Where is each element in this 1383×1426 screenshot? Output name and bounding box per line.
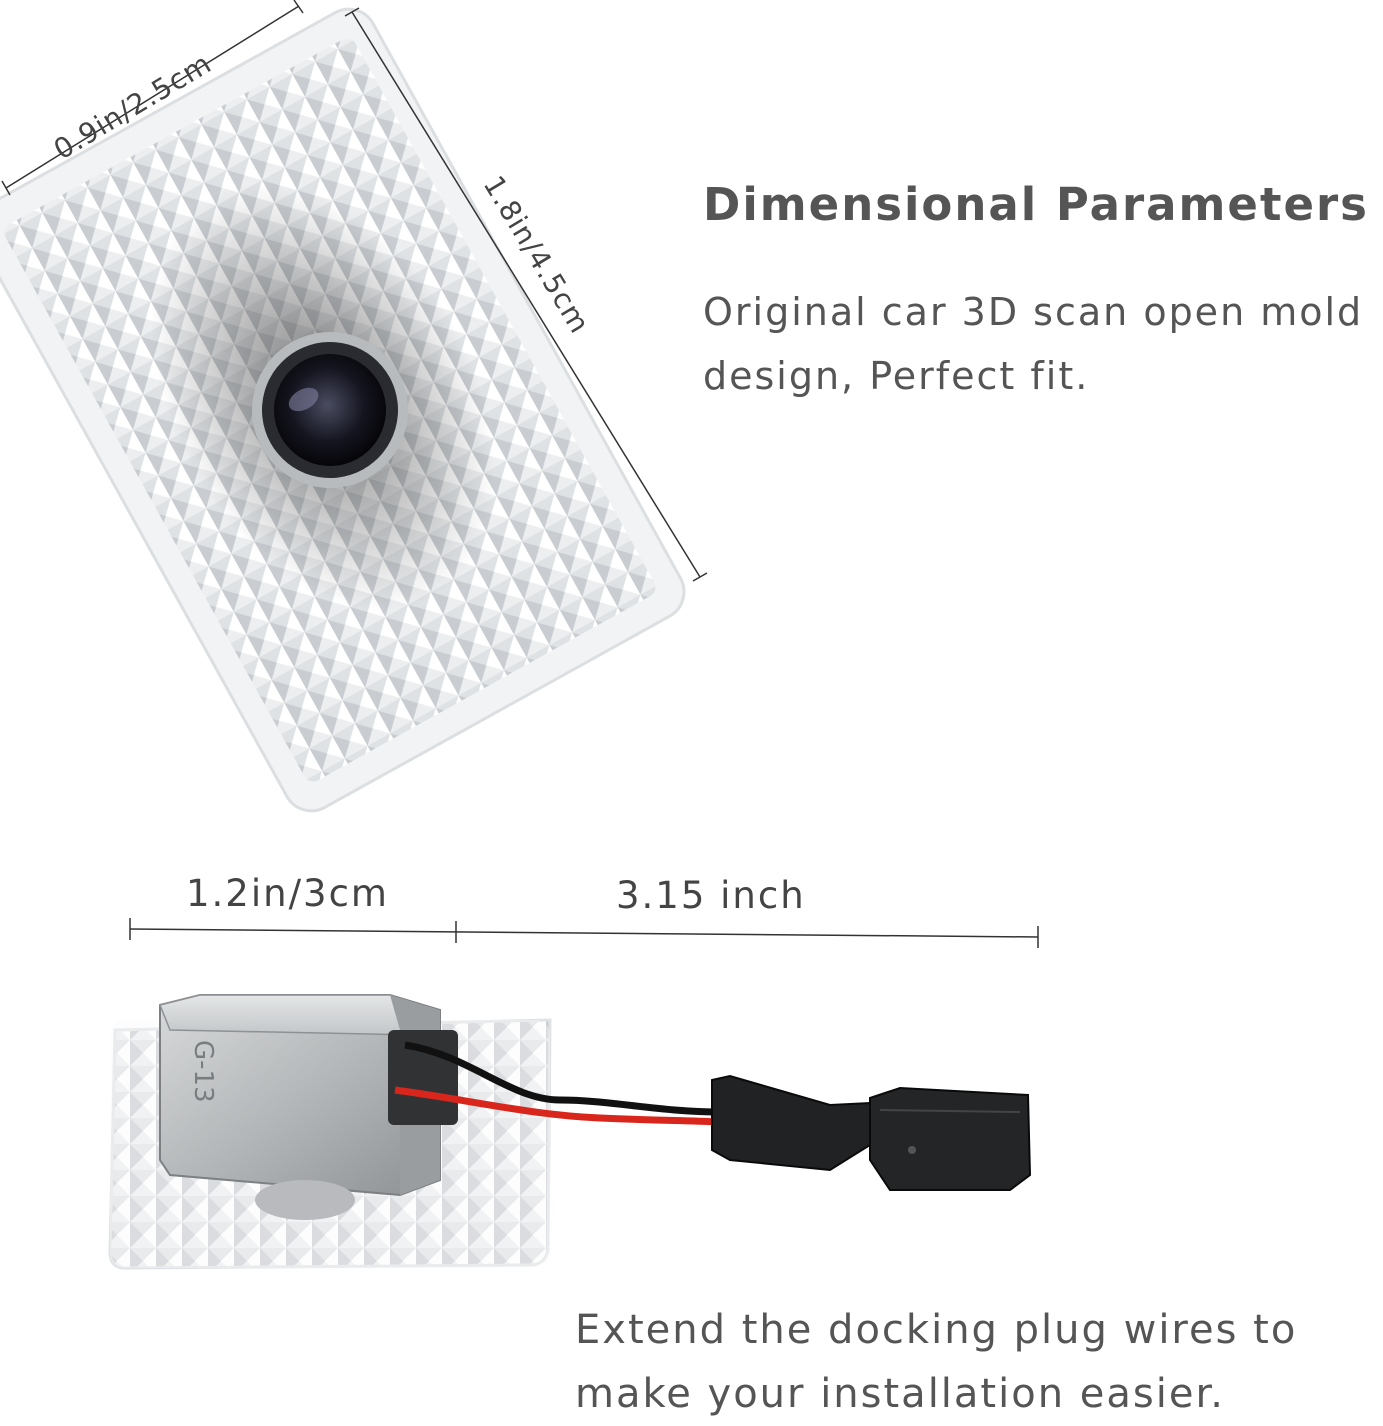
- dimension-body-width: 1.2in/3cm: [186, 872, 389, 915]
- description-line-2: design, Perfect fit.: [703, 354, 1090, 398]
- section-heading: Dimensional Parameters: [703, 178, 1369, 231]
- dimension-lines-bottom: [129, 918, 1039, 948]
- dimension-lines-top: [1, 0, 708, 582]
- top-product-image: [0, 7, 686, 813]
- description-line-1: Original car 3D scan open mold: [703, 290, 1364, 334]
- installation-note: Extend the docking plug wires to make yo…: [575, 1298, 1375, 1426]
- lens-icon: [252, 332, 408, 488]
- description-text: Original car 3D scan open mold design, P…: [703, 280, 1383, 408]
- part-number-label: G-13: [188, 1040, 218, 1103]
- dimension-wire-length: 3.15 inch: [616, 874, 806, 917]
- installation-note-line-2: make your installation easier.: [575, 1371, 1225, 1417]
- bottom-product-image: [108, 994, 1032, 1270]
- installation-note-line-1: Extend the docking plug wires to: [575, 1307, 1298, 1353]
- connector-plug-icon: [711, 1074, 1032, 1191]
